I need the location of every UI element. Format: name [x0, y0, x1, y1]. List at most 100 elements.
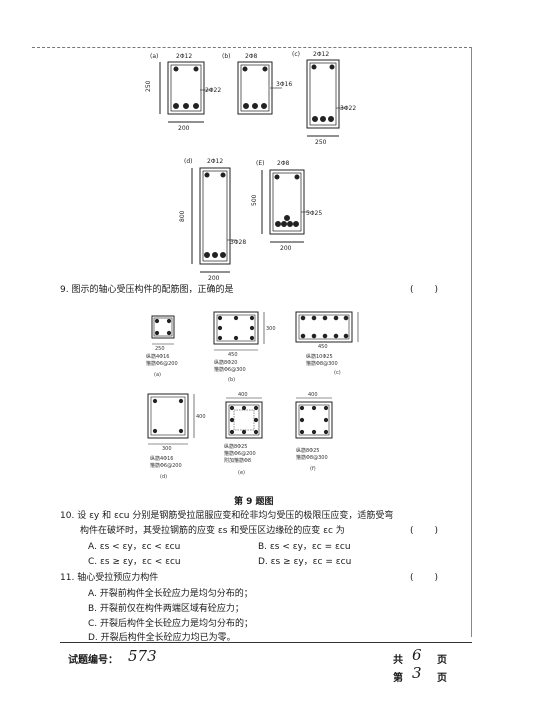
q9-d-dimh: 400: [196, 414, 206, 420]
q9-a-label: (a): [154, 372, 161, 378]
question-11-text: 轴心受拉预应力构件: [77, 573, 159, 583]
q9-a-note1: 纵筋4Φ16: [146, 353, 169, 360]
q9-d-note1: 纵筋4Φ16: [150, 455, 173, 462]
question-9-figures: 250 纵筋4Φ16 箍筋Φ6@200 (a) 450 300 纵筋8Φ20 箍…: [146, 311, 359, 480]
figure-top-a: [159, 61, 212, 123]
fig-top-e-width: 200: [280, 245, 292, 252]
total-pages-label-right: 页: [437, 655, 447, 666]
top-section-figures: (a) 2Φ12 250 2Φ22 200 (b) 2Φ8 3Φ16 (c) 2…: [145, 51, 356, 282]
question-11-option-c[interactable]: C. 开裂后构件全长砼应力是均匀分布的；: [88, 618, 253, 631]
question-9: 9. 图示的轴心受压构件的配筋图，正确的是: [60, 284, 233, 297]
fig-top-a-topbar: 2Φ12: [176, 53, 192, 60]
question-11-option-a[interactable]: A. 开裂前构件全长砼应力是均匀分布的；: [88, 588, 253, 601]
fig-top-c-width: 250: [315, 139, 327, 146]
q9-a-dim: 250: [155, 346, 165, 352]
figure-top-e: [261, 169, 310, 243]
q9-e-note1: 纵筋8Φ25: [224, 443, 247, 450]
q9-d-dimw: 300: [162, 446, 172, 452]
q9-b-label: (b): [228, 377, 235, 383]
option-text: 开裂后构件全长砼应力是均匀分布的；: [100, 619, 254, 629]
option-key: D.: [258, 557, 268, 567]
q9-figure-c: [295, 311, 359, 343]
q9-figure-f: [295, 397, 333, 439]
page-number-value: 3: [412, 664, 422, 682]
footer-rule: [60, 642, 472, 643]
total-pages-value: 6: [412, 646, 422, 664]
exam-code-label: 试题编号：: [68, 655, 118, 666]
fig-top-a-sidebar: 2Φ22: [205, 87, 221, 94]
q9-d-label: (d): [160, 474, 167, 480]
question-9-text: 图示的轴心受压构件的配筋图，正确的是: [71, 285, 234, 295]
fig-top-d-height: 800: [179, 210, 186, 222]
fig-top-d-label: (d): [184, 158, 193, 165]
fig-top-e-topbar: 2Φ8: [277, 160, 290, 167]
option-text: 开裂后构件全长砼应力均已为零。: [100, 633, 236, 643]
fig-top-d-topbar: 2Φ12: [207, 158, 223, 165]
figure-caption: 第 9 题图: [234, 497, 274, 507]
question-10-option-b[interactable]: B. εs < εy，εc = εcu: [258, 541, 351, 554]
exam-code-value: 573: [128, 647, 157, 665]
q9-e-dimw: 400: [238, 392, 248, 398]
q9-figure-d: [147, 393, 195, 445]
option-key: C.: [88, 557, 98, 567]
option-key: D.: [88, 633, 98, 643]
q9-b-note2: 箍筋Φ6@300: [214, 366, 246, 373]
option-text: εs ≥ εy，εc = εcu: [270, 557, 352, 567]
fig-top-b-sidebar: 3Φ16: [276, 81, 292, 88]
q9-b-note1: 纵筋8Φ20: [214, 359, 237, 366]
total-pages-label-left: 共: [393, 655, 403, 666]
figure-top-c: [306, 59, 346, 137]
fig-top-c-bottombar: 3Φ22: [340, 105, 356, 112]
fig-top-b-label: (b): [222, 53, 231, 60]
question-11-option-b[interactable]: B. 开裂前仅在构件两端区域有砼应力；: [88, 603, 244, 616]
question-10-answer-paren[interactable]: ( ): [410, 526, 445, 536]
q9-c-label: (c): [334, 370, 341, 376]
q9-b-dimh: 300: [266, 326, 276, 332]
option-key: B.: [258, 542, 268, 552]
figure-top-b: [237, 61, 282, 115]
fig-top-b-topbar: 2Φ8: [245, 53, 258, 60]
option-text: εs ≥ εy，εc < εcu: [100, 557, 181, 567]
question-11-answer-paren[interactable]: ( ): [410, 573, 445, 583]
q9-b-dimw: 450: [228, 352, 238, 358]
option-key: A.: [88, 542, 97, 552]
q9-f-dimw: 400: [308, 392, 318, 398]
q9-c-dimw: 450: [318, 344, 328, 350]
q9-e-label: (e): [238, 470, 245, 476]
frame-top-border: [32, 47, 472, 48]
figure-top-d: [191, 167, 236, 273]
q9-figure-a: [151, 315, 175, 345]
option-text: 开裂前构件全长砼应力是均匀分布的；: [99, 589, 253, 599]
q9-c-note1: 纵筋10Φ25: [306, 353, 333, 360]
q9-a-note2: 箍筋Φ6@200: [146, 360, 178, 367]
question-11-number: 11.: [60, 573, 75, 583]
q9-figure-b: [213, 311, 265, 351]
fig-top-a-label: (a): [150, 53, 158, 60]
option-text: εs < εy，εc < εcu: [99, 542, 181, 552]
option-text: εs < εy，εc = εcu: [269, 542, 351, 552]
fig-top-c-label: (c): [292, 51, 300, 58]
fig-top-a-side: 250: [145, 80, 152, 92]
option-key: B.: [88, 604, 98, 614]
question-10-option-a[interactable]: A. εs < εy，εc < εcu: [88, 541, 180, 554]
question-9-answer-paren[interactable]: ( ): [410, 285, 445, 295]
question-10-line2: 构件在破坏时，其受拉钢筋的应变 εs 和受压区边缘砼的应变 εc 为: [80, 526, 345, 536]
q9-f-note2: 箍筋Φ8@300: [296, 454, 328, 461]
question-11-option-d[interactable]: D. 开裂后构件全长砼应力均已为零。: [88, 632, 236, 645]
q9-f-label: (f): [310, 466, 316, 472]
q9-figure-e: [225, 397, 263, 439]
fig-top-a-width: 200: [178, 125, 190, 132]
question-10-line1: 10. 设 εy 和 εcu 分别是钢筋受拉屈服应变和砼非均匀受压的极限压应变，…: [60, 510, 393, 523]
page-number-label-left: 第: [393, 673, 403, 684]
question-10-option-c[interactable]: C. εs ≥ εy，εc < εcu: [88, 556, 181, 569]
question-10-text-1: 设 εy 和 εcu 分别是钢筋受拉屈服应变和砼非均匀受压的极限压应变，适筋受弯: [77, 511, 394, 521]
fig-top-e-label: (E): [256, 160, 264, 167]
fig-top-d-bottombar: 3Φ28: [230, 239, 246, 246]
fig-top-d-width: 200: [208, 275, 220, 282]
question-10-option-d[interactable]: D. εs ≥ εy，εc = εcu: [258, 556, 351, 569]
fig-top-c-topbar: 2Φ12: [313, 51, 329, 58]
fig-top-e-bottombar: 5Φ25: [306, 210, 322, 217]
option-key: C.: [88, 619, 98, 629]
question-11: 11. 轴心受拉预应力构件: [60, 572, 158, 585]
